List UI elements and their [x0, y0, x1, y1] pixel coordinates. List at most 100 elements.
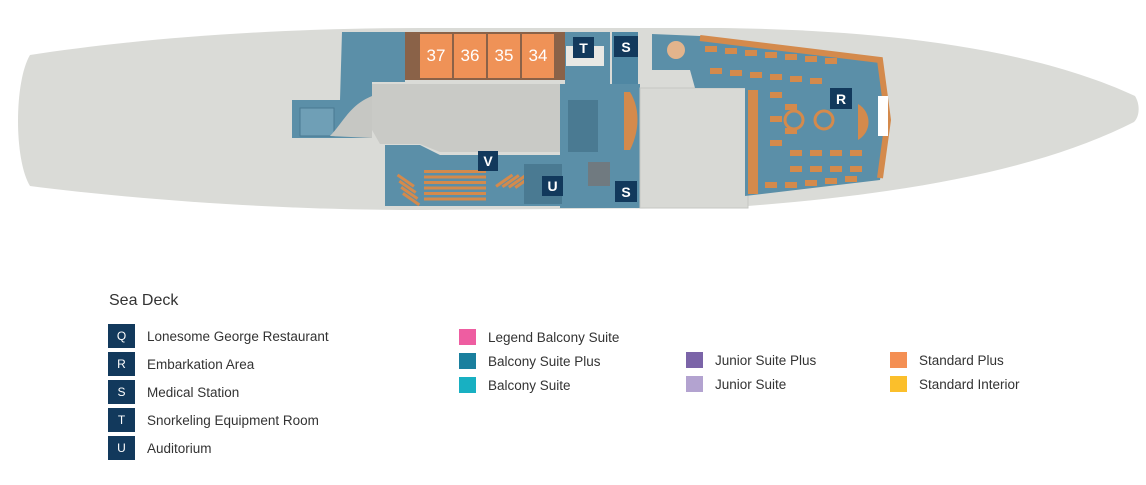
marker-s-lower[interactable]: S — [615, 181, 637, 202]
dining-table — [785, 182, 797, 188]
cabin-37[interactable]: 37 — [420, 34, 452, 78]
round-table-2 — [813, 109, 835, 131]
window-panel — [878, 96, 888, 136]
category-label: Standard Plus — [919, 352, 1004, 368]
legend-label: Lonesome George Restaurant — [147, 328, 329, 344]
dining-table — [810, 78, 822, 84]
wood-column — [624, 92, 638, 150]
category-swatch — [686, 376, 703, 392]
category-label: Junior Suite Plus — [715, 352, 817, 368]
category-swatch — [459, 329, 476, 345]
category-swatch — [890, 352, 907, 368]
dining-table — [845, 176, 857, 182]
cabin-34[interactable]: 34 — [522, 34, 554, 78]
seat-row — [424, 170, 486, 173]
seat-row — [424, 186, 486, 190]
legend-key-badge: T — [108, 408, 135, 432]
dining-table — [790, 150, 802, 156]
dining-table — [810, 166, 822, 172]
marker-s-upper[interactable]: S — [614, 36, 638, 57]
marker-v[interactable]: V — [478, 151, 498, 171]
cabin-number: 37 — [427, 46, 446, 65]
deck-title: Sea Deck — [109, 292, 179, 309]
marker-u[interactable]: U — [542, 176, 563, 196]
cabin-number: 34 — [529, 46, 548, 65]
svg-text:U: U — [547, 178, 557, 194]
dining-table — [725, 48, 737, 54]
legend-label: Auditorium — [147, 440, 212, 456]
dining-table — [745, 50, 757, 56]
legend-item-q: Q Lonesome George Restaurant — [108, 322, 329, 350]
cabin-35[interactable]: 35 — [488, 34, 520, 78]
side-seat-row — [508, 174, 527, 189]
staircase — [299, 107, 335, 137]
utility-block — [639, 87, 749, 209]
category-item: Standard Plus — [890, 348, 1020, 372]
stair-curve — [330, 96, 372, 138]
dining-table — [810, 150, 822, 156]
round-table-1 — [783, 109, 805, 131]
seat-row — [424, 181, 486, 184]
dining-table — [785, 104, 797, 110]
dining-table — [705, 46, 717, 52]
seat-row — [424, 197, 486, 201]
svg-text:V: V — [483, 153, 493, 169]
side-seat-row — [501, 174, 520, 189]
dining-table — [765, 52, 777, 58]
category-item: Balcony Suite Plus — [459, 349, 619, 373]
dining-table — [790, 166, 802, 172]
dining-table — [805, 180, 817, 186]
side-seat-row — [402, 192, 421, 207]
legend-label: Snorkeling Equipment Room — [147, 412, 319, 428]
auditorium-seats — [396, 170, 533, 207]
dining-table — [790, 76, 802, 82]
svg-text:S: S — [621, 184, 630, 200]
category-item: Balcony Suite — [459, 373, 619, 397]
svg-text:T: T — [579, 40, 588, 56]
cabin-number: 36 — [461, 46, 480, 65]
category-label: Standard Interior — [919, 376, 1020, 392]
elevator-lobby — [568, 100, 598, 152]
side-seat-row — [398, 179, 417, 194]
dome-feature — [667, 41, 685, 59]
marker-t[interactable]: T — [573, 37, 594, 58]
dining-table — [825, 58, 837, 64]
category-label: Balcony Suite — [488, 377, 571, 393]
svg-text:S: S — [621, 39, 630, 55]
dining-table — [850, 166, 862, 172]
side-seat-row — [396, 173, 415, 188]
cabin-36[interactable]: 36 — [454, 34, 486, 78]
category-swatch — [459, 377, 476, 393]
marker-r[interactable]: R — [830, 88, 852, 109]
category-swatch — [686, 352, 703, 368]
category-swatch — [459, 353, 476, 369]
restaurant-bar — [748, 90, 758, 194]
cabins-group: 37 36 35 34 — [420, 34, 554, 78]
seat-row — [424, 175, 486, 179]
dining-table — [805, 56, 817, 62]
dining-table — [770, 116, 782, 122]
legend-key-badge: U — [108, 436, 135, 460]
dining-table — [770, 140, 782, 146]
dining-table — [750, 72, 762, 78]
legend-key-badge: Q — [108, 324, 135, 348]
legend-item-u: U Auditorium — [108, 434, 329, 462]
dining-table — [710, 68, 722, 74]
seat-row — [424, 192, 486, 195]
category-item: Junior Suite — [686, 372, 816, 396]
legend-label: Medical Station — [147, 384, 240, 400]
category-label: Legend Balcony Suite — [488, 329, 620, 345]
dining-table — [785, 54, 797, 60]
dining-table — [830, 150, 842, 156]
dining-table — [830, 166, 842, 172]
category-item: Legend Balcony Suite — [459, 325, 619, 349]
dining-table — [785, 128, 797, 134]
restaurant-round-feature — [858, 104, 869, 140]
cabin-number: 35 — [495, 46, 514, 65]
svg-text:R: R — [836, 91, 846, 107]
